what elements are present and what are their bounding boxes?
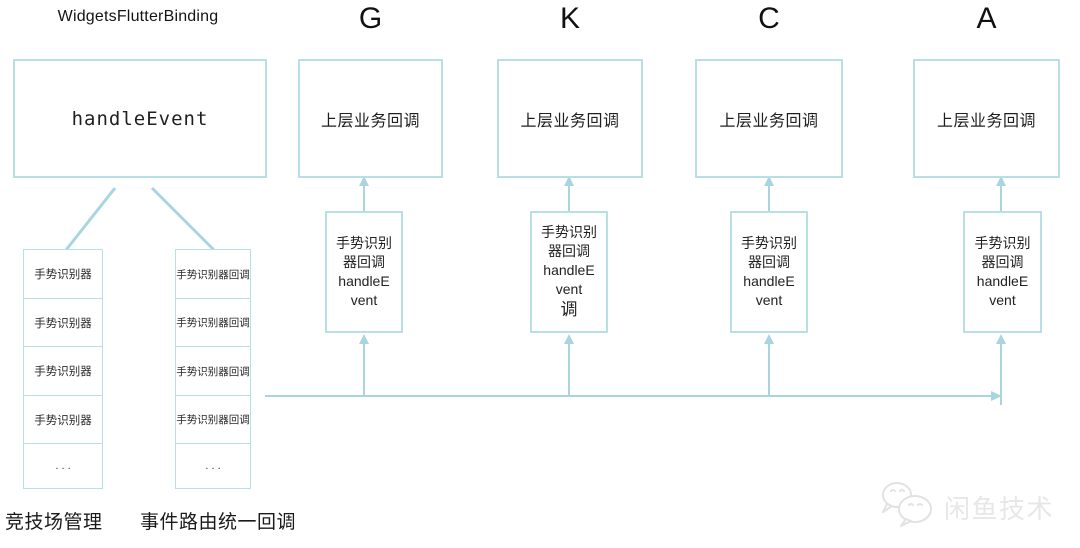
overflow-char: 调 [560, 300, 578, 319]
recognizer-callback-label: 手势识别 器回调 handleE vent [741, 235, 797, 308]
recognizer-callback-box-c: 手势识别 器回调 handleE vent [730, 211, 808, 333]
arrowhead-right [991, 391, 1002, 401]
diagonal-to-router-stack [150, 186, 216, 252]
business-callback-box-c: 上层业务回调 [695, 59, 843, 178]
recognizer-callback-label: 手势识别 器回调 handleE vent [541, 224, 597, 297]
stack-cell: 手势识别器 [23, 346, 103, 396]
stack-cell: 手势识别器 [23, 297, 103, 348]
arena-stack: 手势识别器 手势识别器 手势识别器 手势识别器 . . . [23, 249, 103, 489]
recognizer-callback-box-k: 手势识别 器回调 handleE vent 调 [530, 211, 608, 333]
column-letter-a: A [976, 2, 997, 35]
recognizer-callback-label: 手势识别 器回调 handleE vent [336, 235, 392, 308]
stack-ellipsis: . . . [23, 443, 103, 489]
handle-event-box: handleEvent [13, 59, 267, 178]
recognizer-callback-label: 手势识别 器回调 handleE vent [974, 235, 1031, 308]
arena-stack-label: 竞技场管理 [5, 512, 103, 533]
watermark-text: 闲鱼技术 [944, 493, 1055, 524]
arrowhead [996, 334, 1006, 344]
recognizer-callback-box-g: 手势识别 器回调 handleE vent [325, 211, 403, 333]
xianyu-chat-bubbles-icon [882, 482, 932, 527]
router-stack: 手势识别器回调 手势识别器回调 手势识别器回调 手势识别器回调 . . . [175, 249, 251, 489]
business-callback-box-k: 上层业务回调 [497, 59, 643, 178]
recognizer-callback-box-a: 手势识别 器回调 handleE vent [963, 211, 1042, 333]
stack-cell: 手势识别器 [23, 394, 103, 445]
diagonal-to-arena-stack [64, 187, 117, 251]
column-letter-g: G [358, 2, 383, 35]
binding-title: WidgetsFlutterBinding [57, 8, 219, 25]
business-callback-label: 上层业务回调 [520, 112, 620, 130]
arrowhead [764, 334, 774, 344]
column-letter-k: K [559, 2, 580, 35]
watermark: 闲鱼技术 [876, 480, 1054, 528]
arrowhead [564, 334, 574, 344]
stack-ellipsis: . . . [175, 443, 251, 489]
handle-event-label: handleEvent [71, 107, 209, 130]
business-callback-box-g: 上层业务回调 [298, 59, 443, 178]
stack-cell: 手势识别器回调 [175, 297, 251, 348]
stack-cell: 手势识别器回调 [175, 346, 251, 396]
business-callback-label: 上层业务回调 [936, 112, 1036, 130]
stack-cell: 手势识别器 [23, 249, 103, 299]
arrowhead [359, 334, 369, 344]
business-callback-label: 上层业务回调 [320, 112, 420, 130]
stack-cell: 手势识别器回调 [175, 394, 251, 445]
router-stack-label: 事件路由统一回调 [140, 512, 297, 533]
column-letter-c: C [758, 2, 780, 35]
business-callback-label: 上层业务回调 [719, 112, 819, 130]
stack-cell: 手势识别器回调 [175, 249, 251, 299]
business-callback-box-a: 上层业务回调 [913, 59, 1060, 178]
